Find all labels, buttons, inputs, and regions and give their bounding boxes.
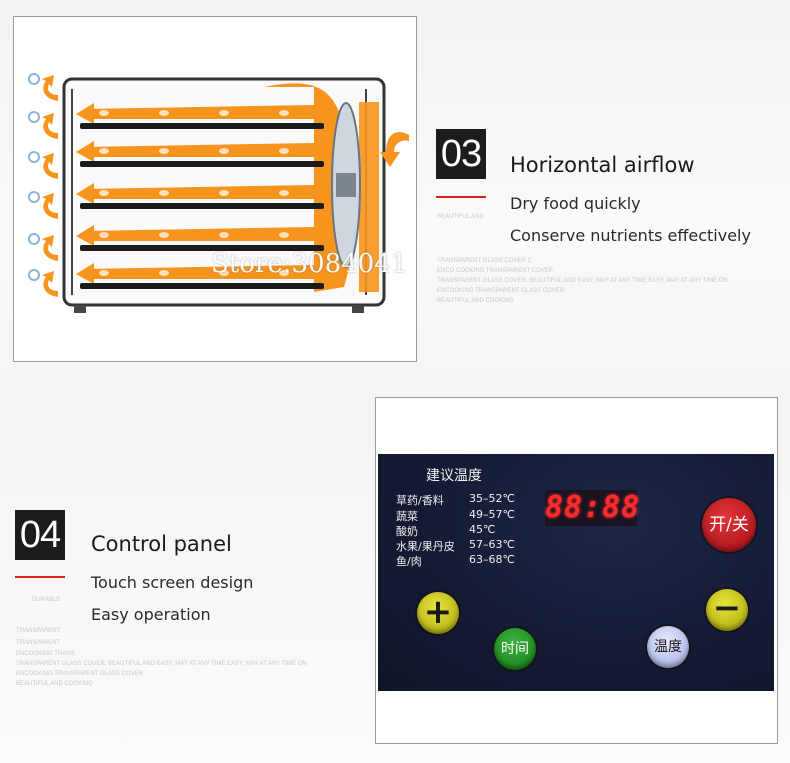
steam-dot — [279, 148, 289, 154]
temp-row-fish-meat: 鱼/肉 63–68℃ — [396, 553, 515, 569]
recommended-temperature-title: 建议温度 — [426, 468, 482, 484]
outlet-arrow — [42, 271, 58, 297]
vapor-ring — [28, 269, 40, 281]
temp-item-label: 蔬菜 — [396, 510, 418, 523]
section-title-04: Control panel — [91, 532, 232, 556]
steam-dot — [219, 190, 229, 196]
vapor-ring — [28, 111, 40, 123]
ghost-text-03-2: TRANSPARENT GLASS COVER C — [437, 258, 532, 264]
steam-dot — [99, 232, 109, 238]
airflow-arrow-head — [76, 225, 94, 246]
ghost-text-03-6: BEAUTIFUL AND COOKING — [437, 298, 514, 304]
airflow-band — [84, 143, 314, 157]
steam-dot — [99, 110, 109, 116]
steam-dot — [219, 110, 229, 116]
temp-range-value: 63–68℃ — [469, 553, 515, 566]
steam-dot — [279, 232, 289, 238]
time-button[interactable]: 时间 — [494, 628, 536, 670]
decrease-button[interactable]: − — [706, 589, 748, 631]
steam-dot — [219, 270, 229, 276]
temp-range-value: 35–52℃ — [469, 492, 515, 505]
temp-range-value: 49–57℃ — [469, 508, 515, 521]
feature-03-2: Conserve nutrients effectively — [510, 226, 751, 245]
steam-dot — [219, 232, 229, 238]
ghost-text-04-2: TRANSPARENT — [16, 628, 61, 634]
ghost-text-04-5: TRANSPARENT GLASS COVER, BEAUTIFUL AND E… — [16, 661, 307, 667]
airflow-arrow-head — [76, 263, 94, 284]
airflow-band — [84, 227, 314, 241]
airflow-band — [84, 185, 314, 199]
vapor-ring — [28, 151, 40, 163]
steam-dot — [159, 110, 169, 116]
store-watermark: Store:3084041 — [211, 249, 408, 279]
ghost-text-04-4: ENCOOKING TRANS — [16, 651, 75, 657]
ghost-text-03-4: TRANSPARENT GLASS COVER, BEAUTIFUL AND E… — [437, 278, 728, 284]
section-number-03: 03 — [436, 129, 486, 179]
feature-04-2: Easy operation — [91, 605, 211, 624]
steam-dot — [159, 232, 169, 238]
temp-row-herbs: 草药/香料 35–52℃ — [396, 492, 515, 508]
steam-dot — [99, 190, 109, 196]
temp-item-label: 草药/香料 — [396, 494, 444, 507]
ghost-text-04-6: ENCOOKING TRANSPARENT GLASS COVER — [16, 671, 144, 677]
increase-button[interactable]: + — [417, 592, 459, 634]
led-time-display: 88:88 — [545, 490, 641, 526]
temp-row-vegetables: 蔬菜 49–57℃ — [396, 508, 515, 524]
feature-04-1: Touch screen design — [91, 573, 254, 592]
drying-tray — [80, 283, 324, 289]
temp-item-label: 鱼/肉 — [396, 555, 422, 568]
vapor-ring — [28, 233, 40, 245]
ghost-text-04-7: BEAUTIFUL AND COOKING — [16, 681, 93, 687]
drying-tray — [80, 203, 324, 209]
outlet-arrow — [42, 153, 58, 179]
steam-dot — [279, 190, 289, 196]
steam-dot — [159, 190, 169, 196]
drying-tray — [80, 245, 324, 251]
temp-item-label: 水果/果丹皮 — [396, 540, 455, 553]
section-divider-04 — [15, 576, 65, 578]
airflow-arrow-head — [76, 183, 94, 204]
ghost-text-04-1: DURABLE — [32, 597, 61, 603]
ghost-text-04-3: TRANSPARENT — [16, 640, 61, 646]
temperature-button[interactable]: 温度 — [647, 626, 689, 668]
steam-dot — [99, 148, 109, 154]
airflow-arrow-head — [76, 103, 94, 124]
ghost-text-03-3: ENCO COOKING TRANSPARENT COVER — [437, 268, 554, 274]
ghost-text-03-5: ENCOOKING TRANSPARENT GLASS COVER — [437, 288, 565, 294]
outlet-arrow — [42, 193, 58, 219]
steam-dot — [279, 270, 289, 276]
steam-dot — [159, 270, 169, 276]
section-divider-03 — [436, 196, 486, 198]
section-title-03: Horizontal airflow — [510, 153, 695, 177]
vapor-ring — [28, 73, 40, 85]
outlet-arrow — [42, 113, 58, 139]
steam-dot — [99, 270, 109, 276]
outlet-arrow — [42, 75, 58, 101]
steam-dot — [159, 148, 169, 154]
temp-range-value: 57–63℃ — [469, 538, 515, 551]
vapor-ring — [28, 191, 40, 203]
feature-03-1: Dry food quickly — [510, 194, 641, 213]
airflow-diagram-frame: Store:3084041 — [13, 16, 417, 362]
section-number-04: 04 — [15, 510, 65, 560]
temp-item-label: 酸奶 — [396, 525, 418, 538]
steam-dot — [219, 148, 229, 154]
temp-row-fruit: 水果/果丹皮 57–63℃ — [396, 538, 515, 554]
outlet-arrow — [42, 235, 58, 261]
power-button[interactable]: 开/关 — [702, 498, 756, 552]
temp-range-value: 45℃ — [469, 523, 496, 536]
airflow-arrow-head — [76, 141, 94, 162]
drying-tray — [80, 161, 324, 167]
airflow-band — [84, 105, 314, 119]
airflow-band — [84, 265, 314, 279]
airflow-diagram — [28, 73, 409, 313]
steam-dot — [279, 110, 289, 116]
temp-row-yogurt: 酸奶 45℃ — [396, 523, 495, 539]
drying-tray — [80, 123, 324, 129]
ghost-text-03-1: BEAUTIFUL AND — [437, 214, 484, 220]
